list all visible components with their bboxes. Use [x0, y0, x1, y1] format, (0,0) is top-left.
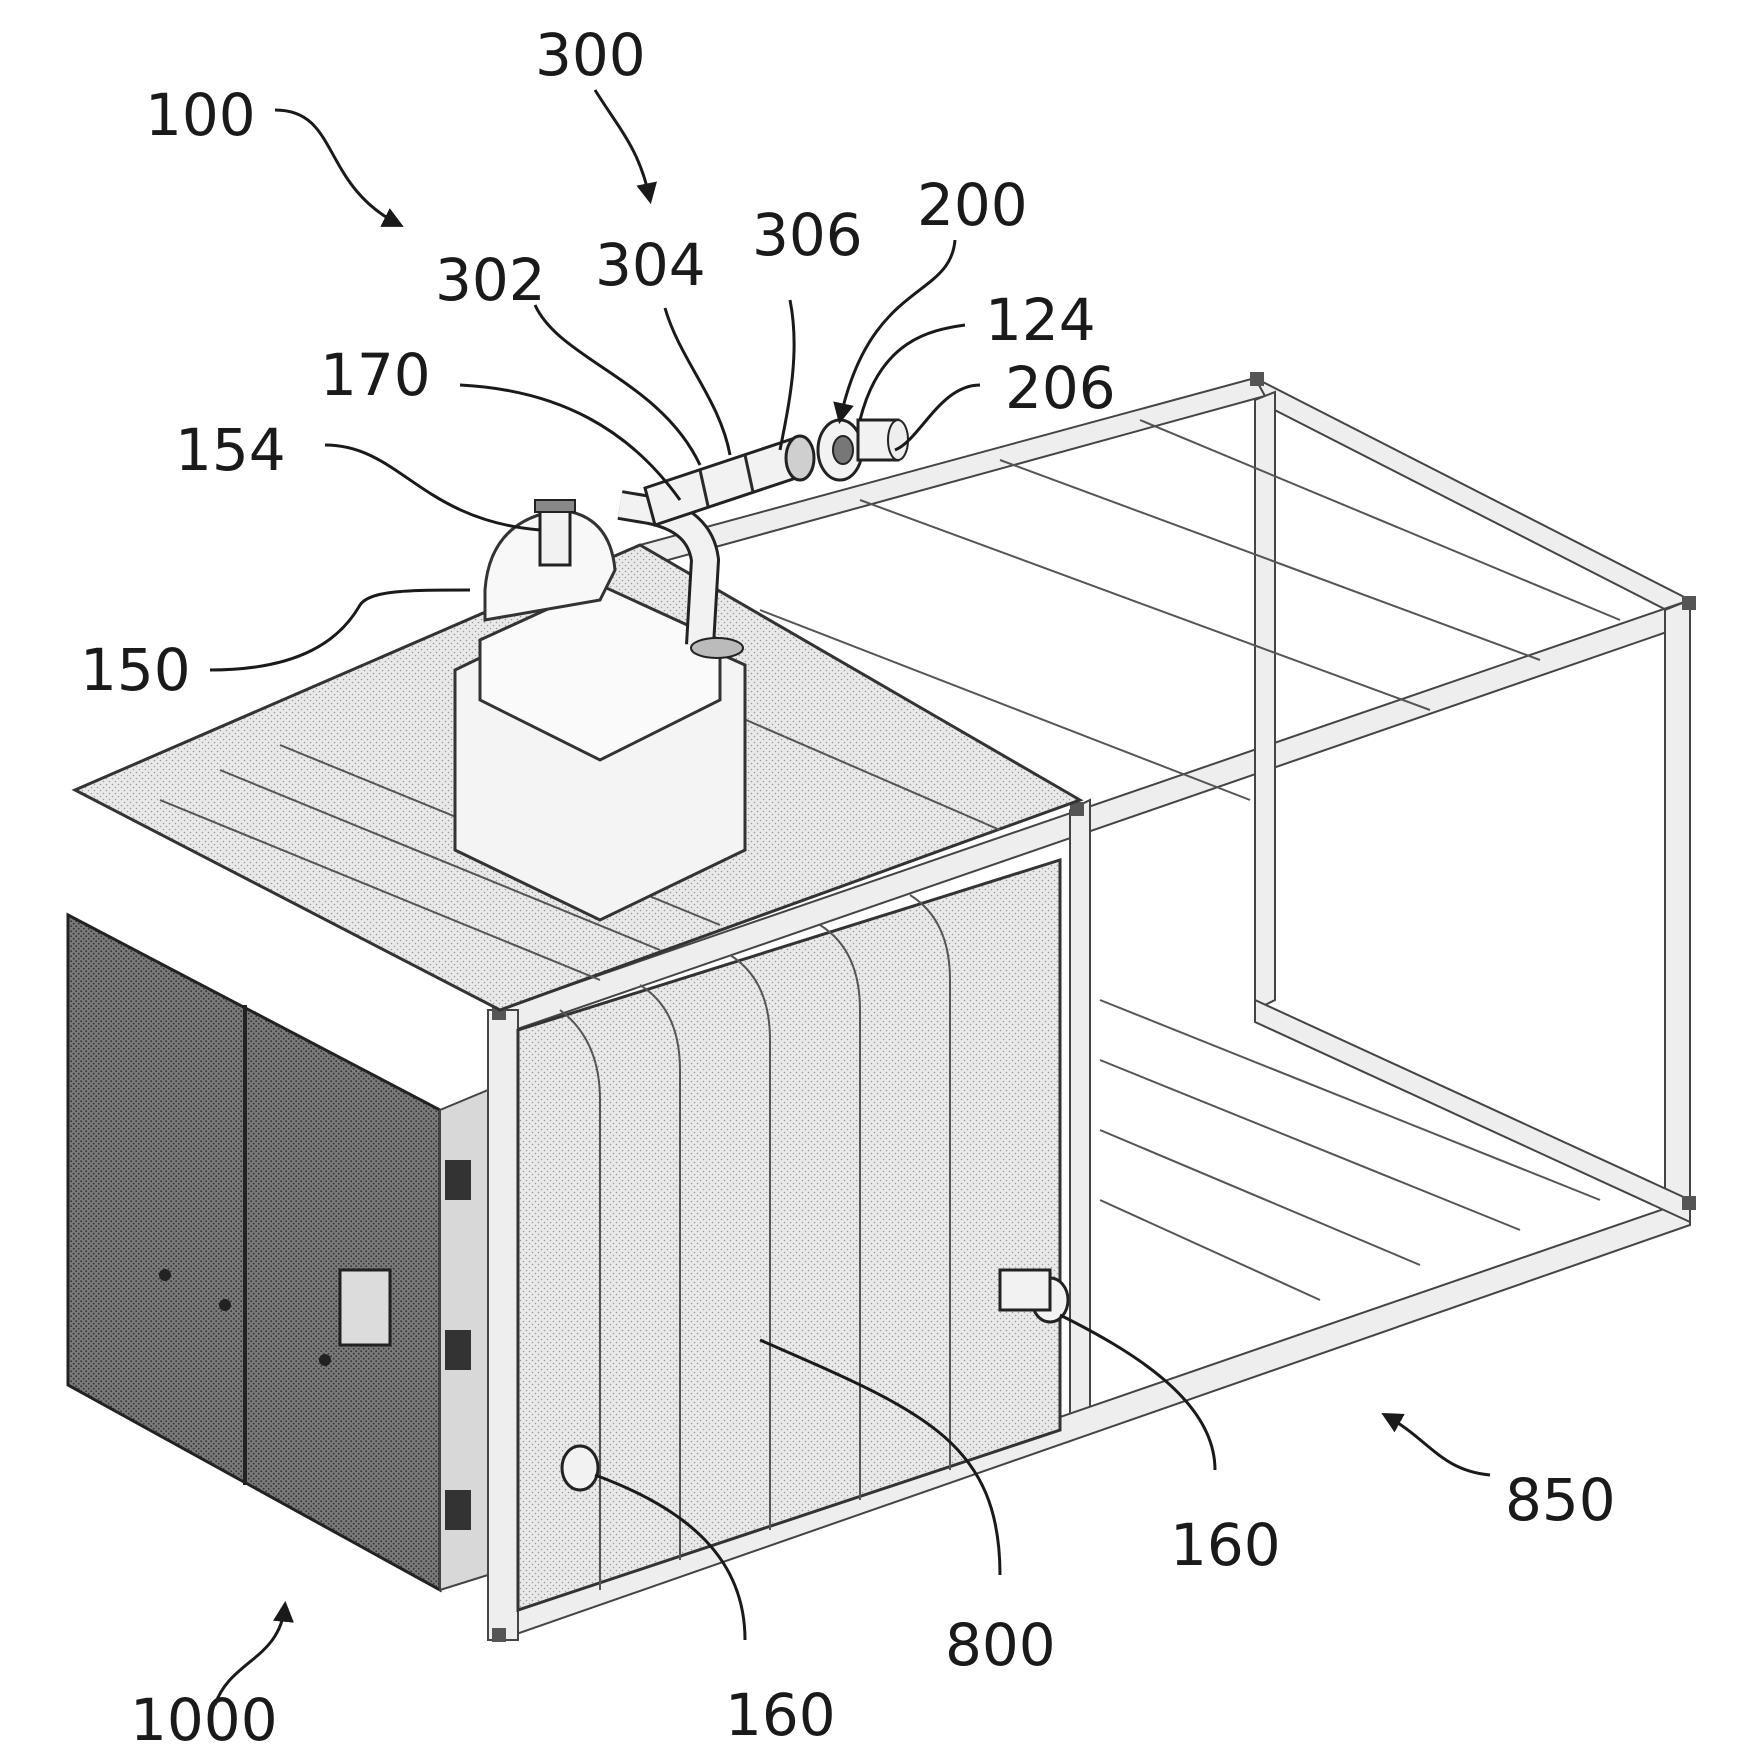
- ref-800: 800: [945, 1611, 1056, 1679]
- leader-124: [860, 325, 965, 420]
- control-cabinet: [68, 915, 488, 1590]
- door-latch: [219, 1299, 231, 1311]
- leader-302: [535, 305, 700, 465]
- ref-306: 306: [752, 201, 863, 269]
- leader-850: [1385, 1415, 1490, 1475]
- cabinet-front-door: [68, 915, 440, 1590]
- leader-170: [460, 385, 680, 500]
- frame-front-post: [488, 1010, 518, 1640]
- ref-300: 300: [535, 21, 646, 89]
- ref-304: 304: [595, 231, 706, 299]
- ref-160-bottom: 160: [725, 1681, 836, 1748]
- leader-304: [665, 308, 730, 455]
- nozzle-spool: [1000, 1270, 1050, 1310]
- ref-160-right: 160: [1170, 1511, 1281, 1579]
- floor-slat: [1100, 1000, 1600, 1200]
- frame-cross-member: [860, 500, 1430, 710]
- inlet-flange: [535, 500, 575, 512]
- pipe-flange: [786, 436, 814, 480]
- leader-306: [780, 300, 794, 450]
- frame-mid-post: [1070, 800, 1090, 1420]
- ref-100: 100: [145, 81, 256, 149]
- outlet-nozzle-left: [562, 1446, 598, 1490]
- frame-top-far-rail: [1255, 378, 1690, 622]
- valve-port: [833, 436, 853, 464]
- door-hinge: [445, 1160, 471, 1200]
- ref-124: 124: [985, 286, 1096, 354]
- elbow-flange: [691, 638, 743, 658]
- valve-outlet-face: [888, 420, 908, 460]
- blower-inlet-154: [540, 505, 570, 565]
- leader-154: [325, 445, 540, 530]
- ref-206: 206: [1005, 354, 1116, 422]
- door-latch: [159, 1269, 171, 1281]
- corner-block: [1682, 1196, 1696, 1210]
- corner-block: [1250, 372, 1264, 386]
- ref-850: 850: [1505, 1466, 1616, 1534]
- door-hinge: [445, 1490, 471, 1530]
- floor-slat: [1100, 1130, 1420, 1265]
- leader-300: [595, 90, 650, 200]
- ref-170: 170: [320, 341, 431, 409]
- door-latch: [319, 1354, 331, 1366]
- ref-302: 302: [435, 246, 546, 314]
- corner-block: [492, 1628, 506, 1642]
- frame-right-post: [1665, 600, 1690, 1232]
- ref-200: 200: [917, 171, 1028, 239]
- leader-206: [895, 385, 980, 450]
- frame-bottom-far-rail: [1255, 1000, 1690, 1222]
- ref-1000: 1000: [130, 1686, 278, 1748]
- ref-150: 150: [80, 636, 191, 704]
- frame-back-post: [1255, 392, 1275, 1010]
- door-hinge: [445, 1330, 471, 1370]
- ref-154: 154: [175, 416, 286, 484]
- floor-slat: [1100, 1200, 1320, 1300]
- leader-100: [275, 110, 400, 225]
- floor-slat: [1100, 1060, 1520, 1230]
- cabinet-window: [340, 1270, 390, 1345]
- corner-block: [1682, 596, 1696, 610]
